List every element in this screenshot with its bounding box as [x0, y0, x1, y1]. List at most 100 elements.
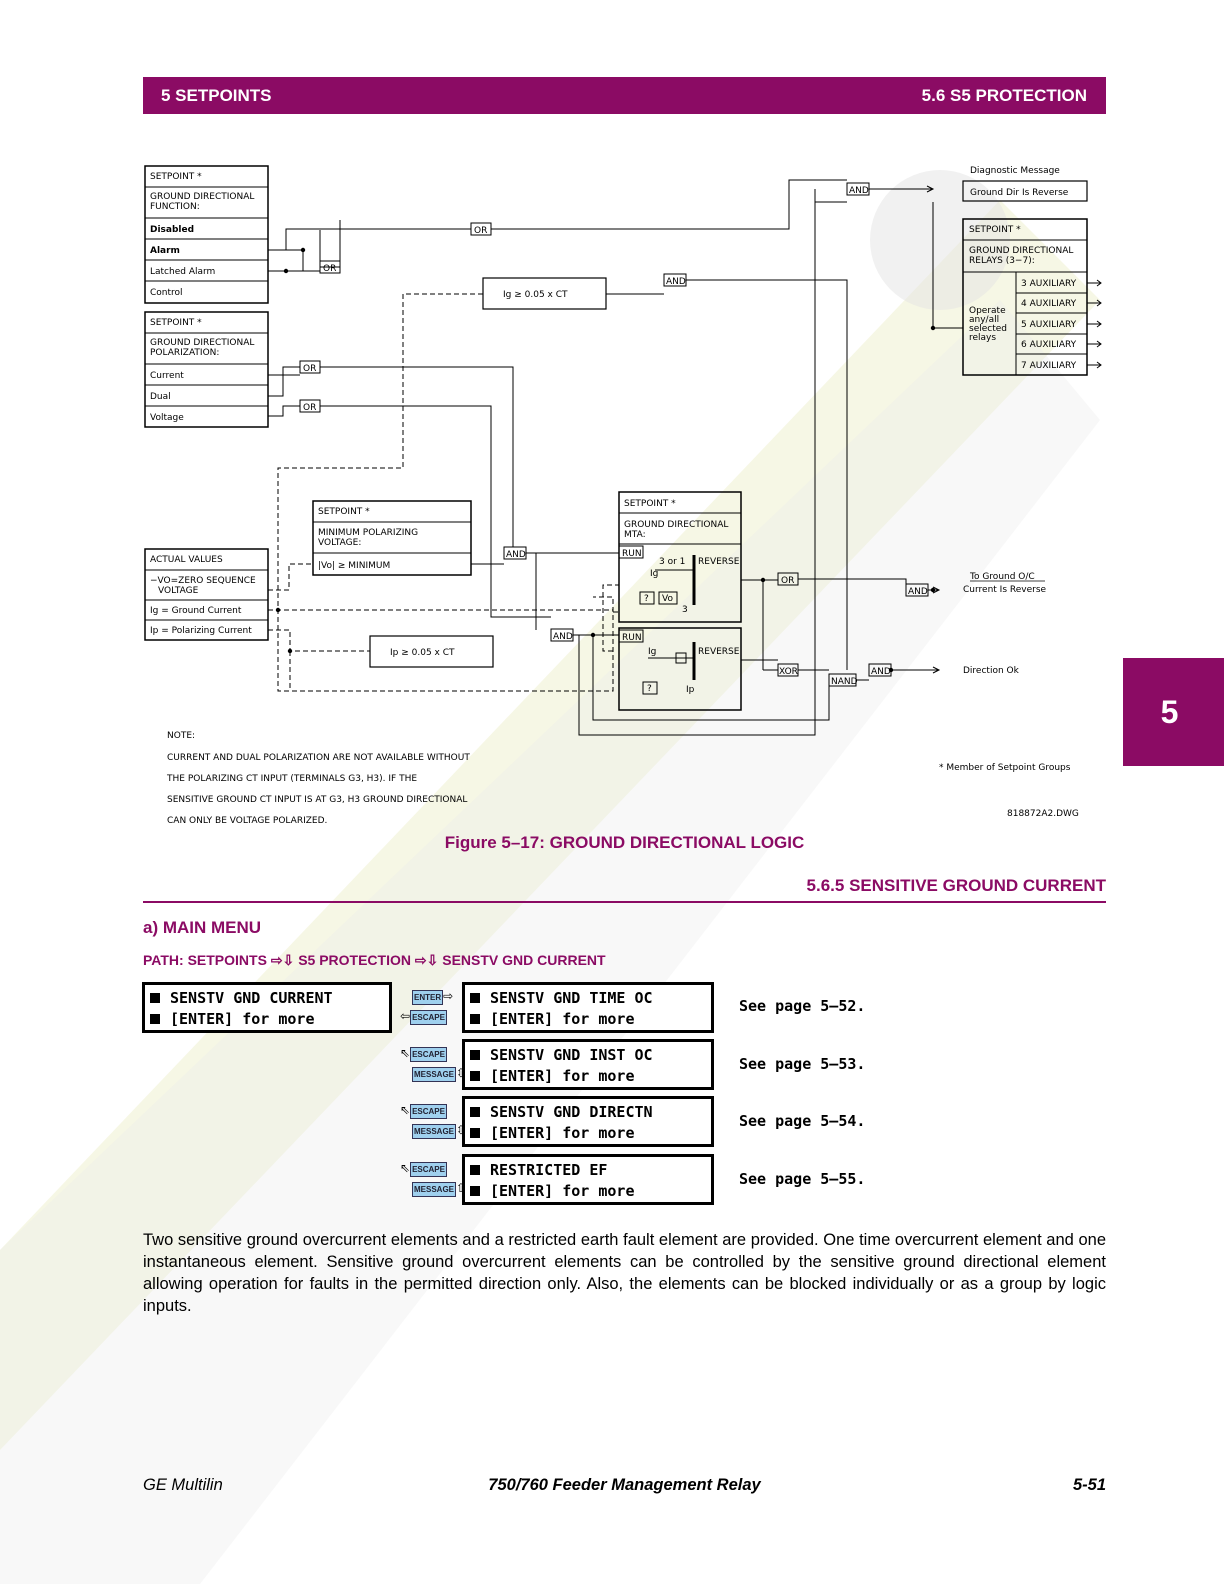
svg-text:CAN ONLY BE VOLTAGE POLARIZED.: CAN ONLY BE VOLTAGE POLARIZED.	[167, 816, 327, 826]
arrow-up-left-icon: ⇖	[400, 1046, 411, 1060]
setpoint-function-block: SETPOINT * GROUND DIRECTIONAL FUNCTION: …	[144, 165, 269, 304]
svg-text:AND: AND	[506, 550, 526, 560]
svg-text:Operate: Operate	[969, 306, 1006, 316]
svg-text:THE POLARIZING CT INPUT (TERMI: THE POLARIZING CT INPUT (TERMINALS G3, H…	[166, 774, 417, 784]
svg-text:Ig: Ig	[648, 647, 656, 657]
svg-text:CURRENT AND DUAL POLARIZATION: CURRENT AND DUAL POLARIZATION ARE NOT AV…	[167, 753, 470, 763]
message-key-group[interactable]: MESSAGE⇳	[400, 1122, 466, 1139]
svg-text:VOLTAGE: VOLTAGE	[158, 586, 199, 596]
svg-text:VOLTAGE:: VOLTAGE:	[318, 538, 361, 548]
member-note: * Member of Setpoint Groups	[939, 763, 1071, 773]
svg-text:Voltage: Voltage	[150, 413, 184, 423]
svg-text:Dual: Dual	[150, 392, 171, 402]
chapter-header-bar: 5 SETPOINTS 5.6 S5 PROTECTION	[143, 77, 1106, 114]
message-key[interactable]: MESSAGE	[412, 1124, 457, 1139]
arrow-up-left-icon: ⇖	[400, 1161, 411, 1175]
enter-key[interactable]: ENTER	[412, 990, 444, 1005]
svg-text:3 AUXILIARY: 3 AUXILIARY	[1021, 279, 1077, 289]
bullet-icon	[470, 993, 480, 1003]
page-reference: See page 5–54.	[739, 1112, 866, 1130]
page-reference: See page 5–53.	[739, 1055, 866, 1073]
escape-key[interactable]: ESCAPE	[410, 1162, 447, 1177]
junction-dots	[275, 247, 936, 673]
escape-key[interactable]: ESCAPE	[410, 1104, 447, 1119]
body-paragraph: Two sensitive ground overcurrent element…	[143, 1231, 1106, 1315]
escape-key[interactable]: ESCAPE	[410, 1010, 447, 1025]
message-key[interactable]: MESSAGE	[412, 1182, 457, 1197]
arrow-up-down-icon: ⇳	[456, 1123, 466, 1137]
dashed-wires	[268, 293, 619, 692]
svg-text:Ig: Ig	[650, 569, 658, 579]
svg-text:Ip = Polarizing Current: Ip = Polarizing Current	[150, 626, 252, 636]
section-title: 5.6 S5 PROTECTION	[921, 85, 1087, 105]
menu-path: PATH: SETPOINTS ⇨⇩ S5 PROTECTION ⇨⇩ SENS…	[143, 952, 606, 968]
enter-key-group[interactable]: ENTER⇨	[400, 988, 453, 1005]
svg-text:SETPOINT *: SETPOINT *	[969, 225, 1021, 235]
svg-text:REVERSE: REVERSE	[698, 557, 740, 567]
svg-text:?: ?	[644, 594, 649, 604]
chapter-side-tab: 5	[1123, 658, 1224, 766]
svg-text:RUN: RUN	[622, 549, 642, 559]
ip-comparator-label: Ip ≥ 0.05 x CT	[390, 648, 455, 658]
svg-text:3: 3	[682, 605, 688, 615]
message-key-group[interactable]: MESSAGE⇳	[400, 1065, 466, 1082]
drawing-id: 818872A2.DWG	[1007, 809, 1079, 819]
menu-item-time-oc[interactable]: SENSTV GND TIME OC [ENTER] for more	[462, 982, 714, 1033]
ground-dir-reverse-message: Ground Dir Is Reverse	[970, 188, 1069, 198]
menu-item-directn[interactable]: SENSTV GND DIRECTN [ENTER] for more	[462, 1096, 714, 1147]
svg-text:RUN: RUN	[622, 633, 642, 643]
figure-caption: Figure 5–17: GROUND DIRECTIONAL LOGIC	[444, 833, 805, 852]
bullet-icon	[470, 1128, 480, 1138]
footer-company: GE Multilin	[143, 1476, 223, 1494]
escape-key-group[interactable]: ⇖ESCAPE	[400, 1102, 447, 1119]
bullet-icon	[470, 1014, 480, 1024]
arrow-up-down-icon: ⇳	[456, 1066, 466, 1080]
menu-item-restricted-ef[interactable]: RESTRICTED EF [ENTER] for more	[462, 1154, 714, 1205]
arrow-left-icon: ⇦	[400, 1009, 411, 1023]
escape-key-group[interactable]: ⇖ESCAPE	[400, 1045, 447, 1062]
svg-text:FUNCTION:: FUNCTION:	[150, 202, 200, 212]
current-is-reverse-label: Current Is Reverse	[963, 585, 1047, 595]
svg-text:Vo: Vo	[662, 594, 673, 604]
bullet-icon	[150, 993, 160, 1003]
footer-page-number: 5-51	[1072, 1476, 1106, 1494]
setpoint-label: SETPOINT *	[150, 172, 202, 182]
svg-text:RELAYS (3−7):: RELAYS (3−7):	[969, 256, 1035, 266]
message-key-group[interactable]: MESSAGE⇧	[400, 1180, 466, 1197]
chapter-title: 5 SETPOINTS	[161, 85, 272, 105]
svg-text:any/all: any/all	[969, 315, 999, 325]
svg-text:Ig = Ground Current: Ig = Ground Current	[150, 606, 242, 616]
main-menu-display[interactable]: SENSTV GND CURRENT [ENTER] for more	[142, 982, 392, 1033]
svg-text:AND: AND	[553, 632, 573, 642]
svg-text:MINIMUM POLARIZING: MINIMUM POLARIZING	[318, 528, 418, 538]
svg-text:selected: selected	[969, 324, 1007, 334]
svg-text:GROUND DIRECTIONAL: GROUND DIRECTIONAL	[150, 338, 254, 348]
signal-wires	[268, 179, 963, 736]
svg-text:7 AUXILIARY: 7 AUXILIARY	[1021, 361, 1077, 371]
svg-text:OR: OR	[474, 226, 487, 236]
svg-text:GROUND DIRECTIONAL: GROUND DIRECTIONAL	[624, 520, 728, 530]
svg-text:3 or 1: 3 or 1	[659, 557, 685, 567]
message-key[interactable]: MESSAGE	[412, 1067, 457, 1082]
svg-text:MTA:: MTA:	[624, 530, 646, 540]
bullet-icon	[470, 1071, 480, 1081]
escape-key-group[interactable]: ⇦ESCAPE	[400, 1008, 447, 1025]
svg-text:SETPOINT *: SETPOINT *	[624, 499, 676, 509]
bullet-icon	[470, 1050, 480, 1060]
directional-current-block: RUN REVERSE Ig ? Ip	[618, 627, 742, 711]
escape-key-group[interactable]: ⇖ESCAPE	[400, 1160, 447, 1177]
svg-text:AND: AND	[849, 186, 869, 196]
svg-text:Current: Current	[150, 371, 184, 381]
bullet-icon	[470, 1107, 480, 1117]
menu-item-inst-oc[interactable]: SENSTV GND INST OC [ENTER] for more	[462, 1039, 714, 1090]
svg-text:OR: OR	[323, 264, 336, 274]
arrow-up-icon: ⇧	[456, 1181, 466, 1195]
section-heading: 5.6.5 SENSITIVE GROUND CURRENT	[143, 876, 1106, 903]
svg-text:Control: Control	[150, 288, 183, 298]
svg-text:GROUND DIRECTIONAL: GROUND DIRECTIONAL	[969, 246, 1073, 256]
svg-text:−VO=ZERO SEQUENCE: −VO=ZERO SEQUENCE	[150, 576, 256, 586]
escape-key[interactable]: ESCAPE	[410, 1047, 447, 1062]
directional-relays-block: SETPOINT * GROUND DIRECTIONAL RELAYS (3−…	[962, 218, 1102, 376]
svg-text:4 AUXILIARY: 4 AUXILIARY	[1021, 299, 1077, 309]
logic-gates: OR OR OR OR AND AND AND AND OR AND XOR N…	[299, 182, 929, 687]
